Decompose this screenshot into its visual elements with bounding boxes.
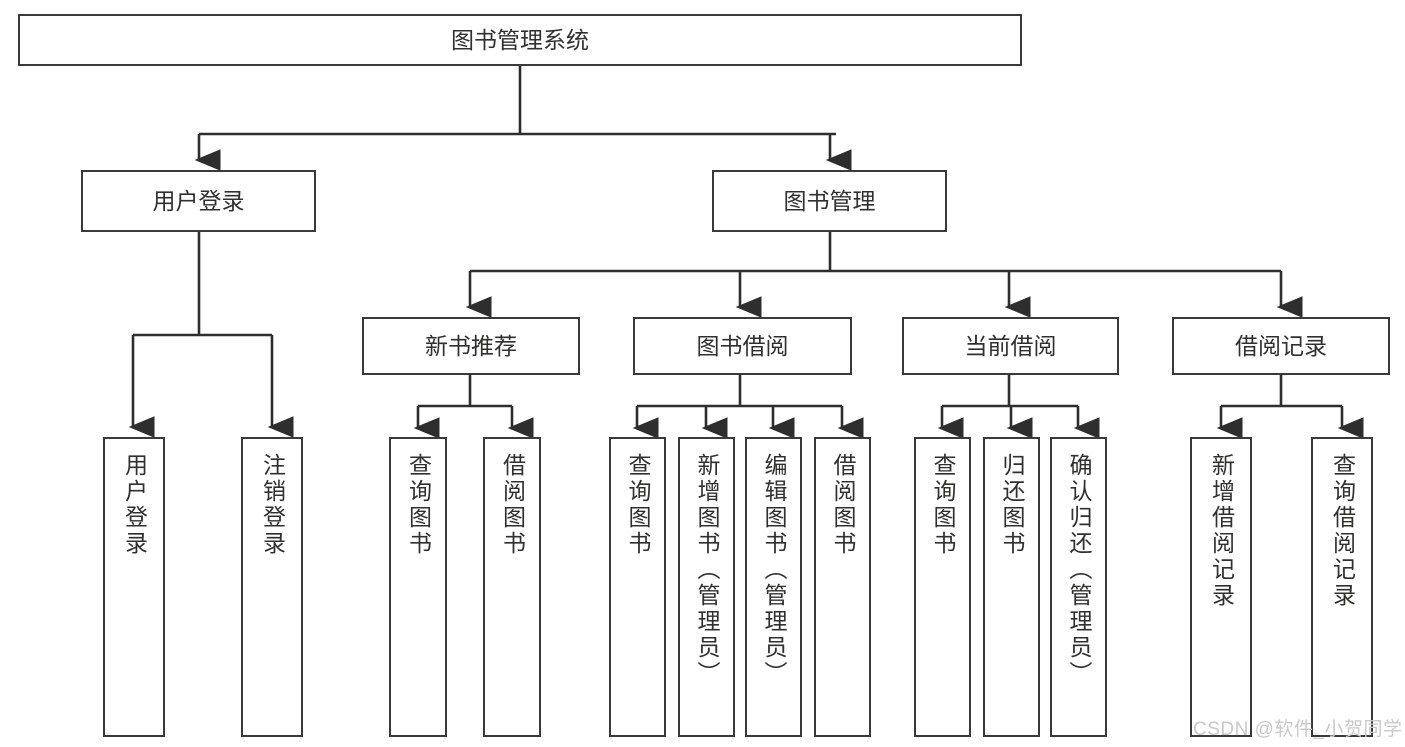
node-label: 查询图书 [930,453,956,557]
node-borrow-record[interactable]: 借阅记录 [1172,317,1390,375]
node-new-book-recommend[interactable]: 新书推荐 [362,317,580,375]
node-leaf-add-book[interactable]: 新增图书（管理员） [678,437,735,737]
node-label: 借阅记录 [1235,332,1327,359]
node-leaf-query-book-3[interactable]: 查询图书 [914,437,971,737]
node-label: 用户登录 [152,187,245,214]
node-leaf-query-record[interactable]: 查询借阅记录 [1311,437,1373,737]
node-label: 查询图书 [405,453,432,557]
node-label: 注销登录 [259,453,286,557]
node-leaf-edit-book[interactable]: 编辑图书（管理员） [745,437,802,737]
node-leaf-user-logout[interactable]: 注销登录 [241,437,303,737]
node-current-borrow[interactable]: 当前借阅 [902,317,1119,375]
node-label: 编辑图书（管理员） [761,453,787,687]
node-leaf-borrow-book-1[interactable]: 借阅图书 [483,437,541,737]
node-label: 查询借阅记录 [1329,453,1356,609]
node-label: 借阅图书 [830,453,856,557]
node-label: 图书管理系统 [451,26,589,53]
node-label: 新书推荐 [425,332,517,359]
node-label: 新增借阅记录 [1208,453,1235,609]
node-label: 归还图书 [999,453,1025,557]
node-root-system[interactable]: 图书管理系统 [18,14,1022,66]
node-label: 查询图书 [625,453,651,557]
node-leaf-query-book-1[interactable]: 查询图书 [389,437,447,737]
node-user-login[interactable]: 用户登录 [81,170,316,232]
node-book-manage[interactable]: 图书管理 [712,170,947,232]
node-label: 当前借阅 [964,332,1057,359]
node-leaf-confirm-return[interactable]: 确认归还（管理员） [1050,437,1107,737]
node-leaf-query-book-2[interactable]: 查询图书 [609,437,666,737]
node-book-borrow[interactable]: 图书借阅 [633,317,852,375]
node-label: 新增图书（管理员） [694,453,720,687]
node-label: 图书借阅 [696,332,789,359]
node-label: 借阅图书 [499,453,526,557]
node-label: 用户登录 [121,453,148,557]
node-label: 图书管理 [783,187,876,214]
node-leaf-borrow-book-2[interactable]: 借阅图书 [814,437,871,737]
node-label: 确认归还（管理员） [1066,453,1092,687]
node-leaf-return-book[interactable]: 归还图书 [983,437,1040,737]
node-leaf-user-login[interactable]: 用户登录 [103,437,165,737]
node-leaf-add-record[interactable]: 新增借阅记录 [1190,437,1252,737]
